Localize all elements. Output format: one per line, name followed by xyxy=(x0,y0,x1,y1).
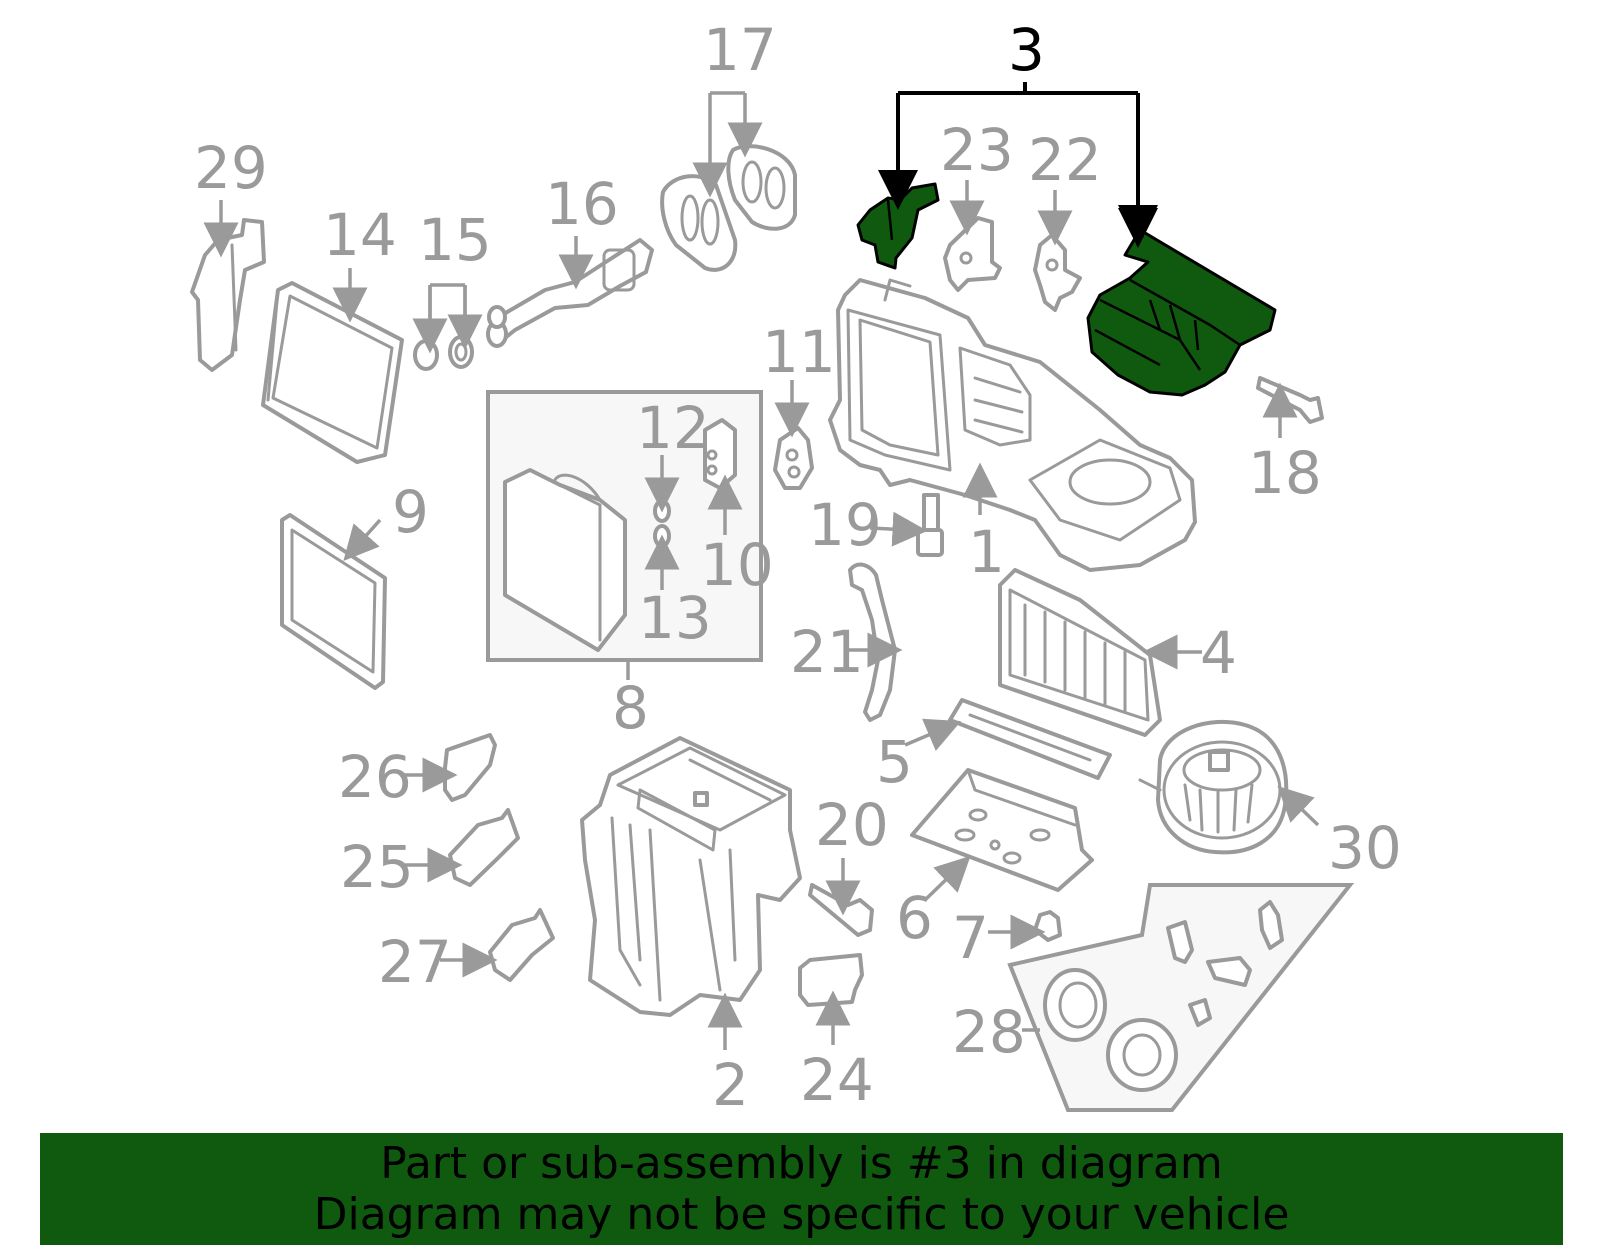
callout-11: 11 xyxy=(762,318,836,386)
callout-8: 8 xyxy=(612,674,649,742)
callout-30: 30 xyxy=(1328,814,1402,882)
callout-26: 26 xyxy=(338,743,412,811)
part-20-sensor xyxy=(808,883,874,937)
callout-labels: 1 2 3 4 5 6 7 8 9 10 11 12 13 14 15 16 1… xyxy=(194,16,1402,1119)
callout-10: 10 xyxy=(700,531,774,599)
callout-22: 22 xyxy=(1028,126,1102,194)
info-banner: Part or sub-assembly is #3 in diagram Di… xyxy=(40,1133,1563,1245)
callout-13: 13 xyxy=(638,584,712,652)
callout-5: 5 xyxy=(876,728,913,796)
banner-line-2: Diagram may not be specific to your vehi… xyxy=(313,1189,1290,1240)
callout-28: 28 xyxy=(952,998,1026,1066)
banner-line-1: Part or sub-assembly is #3 in diagram xyxy=(380,1138,1223,1189)
part-11-sensor xyxy=(773,426,814,490)
callout-21: 21 xyxy=(790,618,864,686)
callout-3: 3 xyxy=(1008,16,1045,84)
part-6-tray xyxy=(910,768,1094,892)
part-17-gaskets xyxy=(660,144,797,272)
part-27-actuator xyxy=(488,908,555,982)
part-25-actuator xyxy=(448,808,520,887)
callout-29: 29 xyxy=(194,134,268,202)
part-29-bracket xyxy=(190,218,266,372)
callout-7: 7 xyxy=(952,904,989,972)
part-7-clip xyxy=(1033,910,1062,942)
callout-4: 4 xyxy=(1200,619,1237,687)
part-14-evaporator-core xyxy=(261,281,404,464)
part-8-kit-box xyxy=(486,390,763,662)
callout-14: 14 xyxy=(323,201,397,269)
part-18-fastener xyxy=(1256,376,1324,424)
part-22-actuator xyxy=(1033,233,1082,312)
callout-25: 25 xyxy=(340,833,414,901)
callout-2: 2 xyxy=(712,1051,749,1119)
part-5-seal-strip xyxy=(948,698,1112,780)
part-23-bracket xyxy=(943,216,1002,292)
callout-17: 17 xyxy=(703,16,777,84)
callout-9: 9 xyxy=(392,478,429,546)
part-28-kit-box xyxy=(1007,883,1355,1112)
leader-lines xyxy=(203,82,1320,1050)
part-9-filter-frame xyxy=(280,513,387,690)
part-30-blower-motor xyxy=(1138,719,1289,855)
callout-19: 19 xyxy=(808,491,882,559)
callout-12: 12 xyxy=(636,394,710,462)
part-24-module xyxy=(798,953,864,1007)
part-15-o-rings xyxy=(413,335,474,371)
part-19-screw xyxy=(916,493,944,557)
parts-diagram: 1 2 3 4 5 6 7 8 9 10 11 12 13 14 15 16 1… xyxy=(190,16,1402,1119)
callout-16: 16 xyxy=(545,170,619,238)
callout-6: 6 xyxy=(896,884,933,952)
callout-1: 1 xyxy=(968,518,1005,586)
part-4-cabin-filter xyxy=(998,568,1162,737)
callout-20: 20 xyxy=(815,791,889,859)
part-16-refrigerant-line xyxy=(486,238,654,348)
part-26-actuator xyxy=(443,733,497,802)
callout-18: 18 xyxy=(1248,439,1322,507)
part-2-lower-housing xyxy=(580,736,802,1017)
callout-27: 27 xyxy=(378,928,452,996)
callout-24: 24 xyxy=(800,1046,874,1114)
callout-15: 15 xyxy=(418,206,492,274)
callout-23: 23 xyxy=(940,116,1014,184)
part-1-hvac-housing xyxy=(828,278,1197,572)
